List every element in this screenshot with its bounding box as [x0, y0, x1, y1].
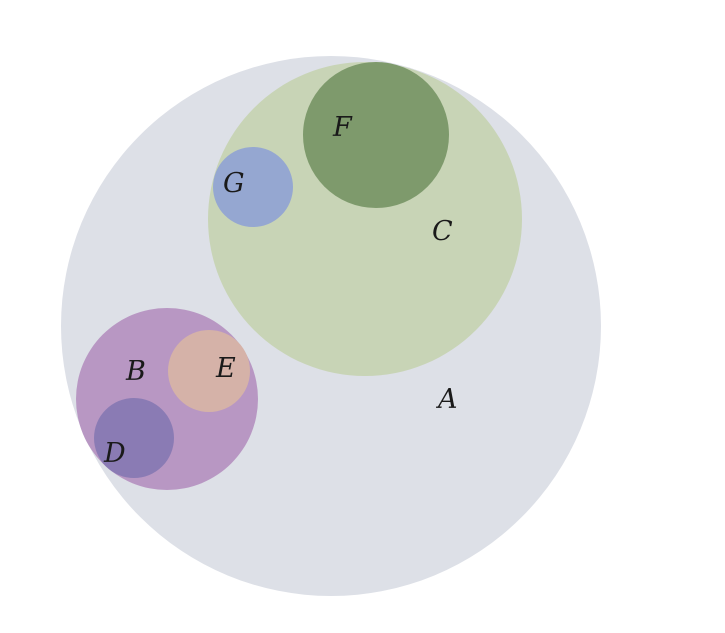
set-g: [213, 147, 293, 227]
set-g-circle: [213, 147, 293, 227]
set-e-label: E: [215, 353, 236, 384]
set-d-circle: [94, 398, 174, 478]
set-f-label: F: [332, 112, 353, 143]
set-a-label: A: [435, 384, 458, 415]
set-g-label: G: [223, 168, 245, 199]
set-d: [94, 398, 174, 478]
set-e-circle: [168, 330, 250, 412]
set-e: [168, 330, 250, 412]
set-f: [303, 62, 449, 208]
set-f-circle: [303, 62, 449, 208]
set-c-label: C: [432, 216, 453, 247]
set-d-label: D: [103, 438, 126, 469]
set-b-label: B: [125, 356, 146, 387]
